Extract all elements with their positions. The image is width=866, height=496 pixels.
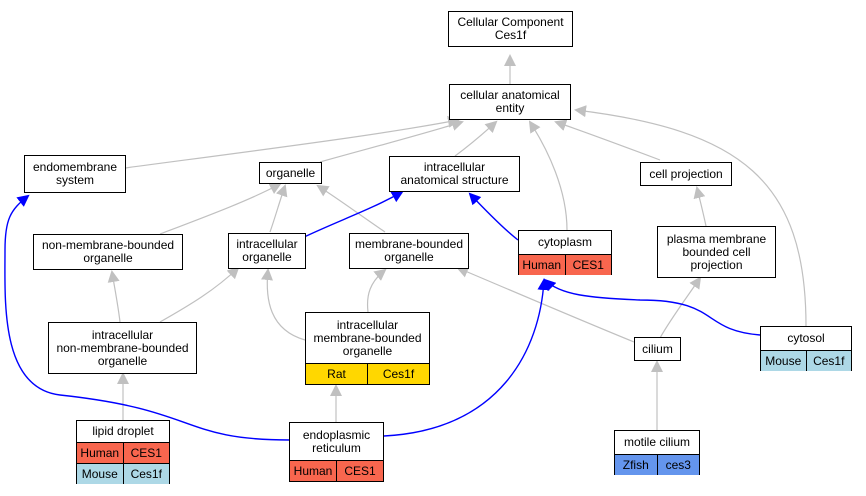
ortholog-row: Human CES1 — [290, 460, 383, 481]
edge-cytoplasm-cae — [528, 120, 568, 231]
node-label: motile cilium — [623, 435, 690, 449]
node-intracellular-anatomical-structure[interactable]: intracellular anatomical structure — [389, 156, 520, 192]
ortholog-row: Rat Ces1f — [306, 363, 429, 384]
node-motile-cilium[interactable]: motile cilium Zfish ces3 — [614, 430, 700, 475]
node-cilium[interactable]: cilium — [634, 337, 681, 361]
species-cell: Human — [293, 463, 333, 478]
node-label: endomembrane system — [32, 160, 118, 187]
species-cell: Rat — [327, 366, 346, 381]
edge-imbo-io — [261, 268, 306, 341]
node-cellular-anatomical-entity[interactable]: cellular anatomical entity — [449, 84, 571, 120]
node-label: intracellular organelle — [236, 237, 298, 264]
edge-endomembrane-cae — [124, 115, 460, 169]
node-cytoplasm[interactable]: cytoplasm Human CES1 — [518, 230, 612, 275]
gene-cell: ces3 — [656, 455, 700, 475]
node-label: cilium — [642, 341, 673, 356]
species-cell: Human — [522, 257, 562, 272]
edge-highlight-cytoplasm-ias — [468, 192, 519, 241]
edge-highlight-cytosol-cytoplasm — [543, 278, 761, 336]
node-label: intracellular non-membrane-bounded organ… — [56, 327, 189, 368]
node-label: endoplasmic reticulum — [302, 427, 371, 455]
node-endoplasmic-reticulum[interactable]: endoplasmic reticulum Human CES1 — [289, 422, 384, 482]
edge-highlight-er-cytoplasm — [383, 278, 550, 437]
edge-cilium-mbo — [456, 266, 635, 343]
node-intracellular-non-membrane-bounded-organelle[interactable]: intracellular non-membrane-bounded organ… — [48, 322, 197, 374]
node-lipid-droplet[interactable]: lipid droplet Human CES1 Mouse Ces1f — [76, 420, 170, 484]
edge-cilium-pmbcp — [659, 276, 702, 339]
node-label: cytoplasm — [537, 235, 593, 249]
edge-cytosol-cae — [574, 105, 807, 327]
node-label: intracellular anatomical structure — [400, 160, 509, 187]
node-intracellular-membrane-bounded-organelle[interactable]: intracellular membrane-bounded organelle… — [305, 312, 430, 385]
node-plasma-membrane-bounded-cell-projection[interactable]: plasma membrane bounded cell projection — [657, 226, 776, 278]
node-cellular-component[interactable]: Cellular Component Ces1f — [448, 11, 573, 47]
gene-cell: Ces1f — [122, 464, 170, 484]
node-label: Cellular Component Ces1f — [457, 15, 564, 42]
node-organelle[interactable]: organelle — [259, 162, 322, 184]
node-label: organelle — [265, 165, 316, 180]
gene-cell: CES1 — [564, 255, 612, 275]
edge-ias-cae — [454, 120, 498, 157]
node-membrane-bounded-organelle[interactable]: membrane-bounded organelle — [349, 233, 469, 269]
ortholog-row: Zfish ces3 — [615, 454, 699, 475]
edge-inmbo-nmbo — [107, 270, 121, 323]
node-cytosol[interactable]: cytosol Mouse Ces1f — [760, 326, 852, 371]
species-cell: Human — [80, 445, 120, 460]
species-cell: Zfish — [622, 457, 649, 472]
edge-cellproj-cae — [554, 119, 661, 161]
edge-mbo-organelle — [316, 184, 386, 233]
gene-cell: Ces1f — [367, 364, 429, 384]
node-label: non-membrane-bounded organelle — [41, 238, 175, 265]
node-cell-projection[interactable]: cell projection — [640, 162, 732, 186]
gene-cell: Ces1f — [805, 351, 852, 371]
node-endomembrane-system[interactable]: endomembrane system — [24, 155, 126, 193]
node-label: lipid droplet — [92, 424, 154, 438]
node-label: cytosol — [787, 331, 825, 345]
node-label: plasma membrane bounded cell projection — [666, 231, 767, 272]
edge-highlight-io-ias — [301, 191, 404, 239]
edge-nmbo-organelle — [159, 183, 282, 235]
ortholog-row: Mouse Ces1f — [761, 350, 851, 371]
gene-cell: CES1 — [122, 443, 170, 463]
edge-highlight-er-endomembrane — [4, 194, 291, 441]
node-label: membrane-bounded organelle — [354, 237, 464, 264]
node-intracellular-organelle[interactable]: intracellular organelle — [228, 233, 306, 269]
node-label: intracellular membrane-bounded organelle — [313, 317, 422, 358]
ortholog-row: Human CES1 — [77, 442, 169, 463]
ortholog-row: Human CES1 — [519, 254, 611, 275]
edge-inmbo-io — [159, 266, 240, 323]
gene-cell: CES1 — [336, 461, 383, 481]
node-label: cell projection — [649, 166, 723, 181]
edge-imbo-mbo — [366, 268, 387, 313]
edge-pmbcp-cellproj — [693, 186, 707, 227]
species-cell: Mouse — [81, 466, 118, 481]
species-cell: Mouse — [765, 353, 802, 368]
node-non-membrane-bounded-organelle[interactable]: non-membrane-bounded organelle — [33, 234, 183, 270]
ortholog-row: Mouse Ces1f — [77, 463, 169, 484]
node-label: cellular anatomical entity — [460, 88, 560, 115]
edge-organelle-cae — [319, 119, 464, 163]
edge-io-organelle — [269, 184, 288, 233]
